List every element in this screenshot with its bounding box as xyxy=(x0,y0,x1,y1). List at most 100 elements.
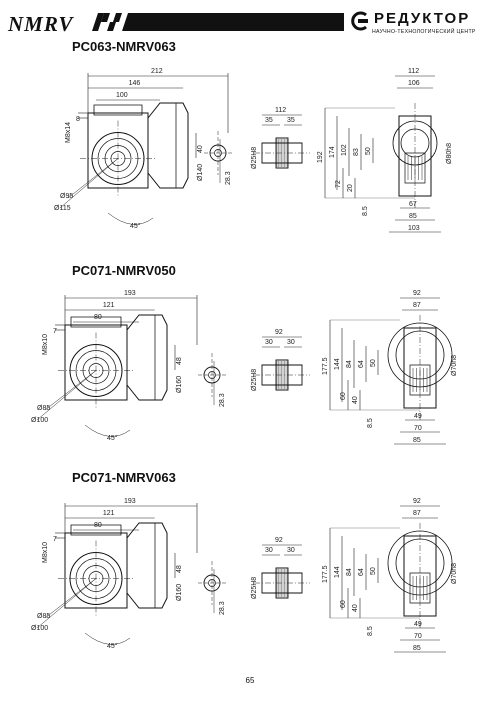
dimension-label: 92 xyxy=(275,329,283,336)
dimension-label: 144 xyxy=(334,566,341,578)
dimension-label: 92 xyxy=(275,537,283,544)
dimension-label: Ø100 xyxy=(31,625,48,632)
dimension-label: 80 xyxy=(94,522,102,529)
dimension-label: Ø100 xyxy=(31,417,48,424)
dimension-label: 177.5 xyxy=(322,357,329,375)
dimension-label: 60 xyxy=(340,600,347,608)
dimension-label: 49 xyxy=(414,621,422,628)
dimension-label: 84 xyxy=(346,568,353,576)
dimension-label: 49 xyxy=(414,413,422,420)
reduktor-logo: РЕДУКТОР НАУЧНО-ТЕХНОЛОГИЧЕСКИЙ ЦЕНТР xyxy=(350,10,490,40)
dimension-label: 103 xyxy=(408,225,420,232)
dimension-label: 45° xyxy=(107,642,118,650)
dimension-label: 35 xyxy=(265,117,273,124)
dimension-label: Ø160 xyxy=(176,584,183,601)
dimension-label: 8 xyxy=(76,116,80,123)
dimension-label: 112 xyxy=(275,107,286,114)
dimension-label: 30 xyxy=(287,547,295,554)
reduktor-name: РЕДУКТОР xyxy=(374,10,471,27)
dimension-label: 85 xyxy=(413,645,421,652)
dimension-label: Ø25H8 xyxy=(251,369,258,391)
dimension-label: 106 xyxy=(408,80,420,87)
dimension-label: M8x10 xyxy=(42,334,49,355)
dimension-label: 193 xyxy=(124,290,136,297)
dimension-label: M8x10 xyxy=(42,542,49,563)
dimension-label: M8x14 xyxy=(65,122,72,143)
dimension-label: 85 xyxy=(413,437,421,444)
dimension-label: 28.3 xyxy=(225,171,232,185)
dimension-label: 70 xyxy=(414,633,422,640)
dimension-label: 50 xyxy=(370,359,377,367)
dimension-label: 83 xyxy=(353,148,360,156)
dimension-label: 60 xyxy=(340,392,347,400)
dimension-label: 121 xyxy=(103,302,115,309)
model-title: PC071-NMRV063 xyxy=(72,470,176,485)
dimension-label: Ø25H8 xyxy=(251,147,258,169)
dimension-label: 35 xyxy=(287,117,295,124)
dimension-label: 92 xyxy=(413,498,421,505)
dimension-label: 50 xyxy=(370,567,377,575)
dimension-label: 67 xyxy=(409,201,417,208)
dimension-label: 192 xyxy=(317,151,324,163)
dimension-label: 102 xyxy=(341,144,348,156)
dimension-label: Ø140 xyxy=(197,164,204,181)
model-title: PC063-NMRV063 xyxy=(72,39,176,54)
dimension-label: 177.5 xyxy=(322,565,329,583)
dimension-label: 40 xyxy=(352,604,359,612)
dimension-label: 112 xyxy=(408,68,419,75)
dimension-label: 45° xyxy=(107,434,118,442)
reduktor-emblem-icon xyxy=(350,11,368,31)
dimension-label: 92 xyxy=(413,290,421,297)
dimension-label: 45° xyxy=(130,222,141,230)
dimension-label: 30 xyxy=(265,547,273,554)
dimension-label: 50 xyxy=(365,147,372,155)
dimension-label: 121 xyxy=(103,510,115,517)
dimension-label: 30 xyxy=(265,339,273,346)
dimension-label: Ø70h8 xyxy=(451,355,458,376)
dimension-label: 100 xyxy=(116,92,128,99)
dimension-label: 193 xyxy=(124,498,136,505)
dimension-label: 28.3 xyxy=(219,393,226,407)
dimension-label: 72 xyxy=(335,180,342,188)
dimension-label: Ø70h8 xyxy=(451,563,458,584)
dimension-label: 174 xyxy=(329,146,336,158)
dimension-label: 146 xyxy=(129,80,141,87)
checkered-flag-icon xyxy=(92,13,344,31)
dimension-label: Ø85 xyxy=(37,405,50,412)
technical-drawing: 212146100M8x14840Ø14045°Ø95Ø11528.311235… xyxy=(54,68,453,258)
dimension-label: 84 xyxy=(346,360,353,368)
dimension-label: 48 xyxy=(176,357,183,365)
dimension-label: 212 xyxy=(151,68,163,75)
dimension-label: Ø80h8 xyxy=(446,143,453,164)
dimension-label: Ø25H8 xyxy=(251,577,258,599)
dimension-label: 7 xyxy=(53,328,57,335)
dimension-label: Ø85 xyxy=(37,613,50,620)
dimension-label: 7 xyxy=(53,536,57,543)
dimension-label: Ø95 xyxy=(60,193,73,200)
dimension-label: 87 xyxy=(413,302,421,309)
dimension-label: 28.3 xyxy=(219,601,226,615)
dimension-label: Ø160 xyxy=(176,376,183,393)
dimension-label: 64 xyxy=(358,568,365,576)
dimension-label: 70 xyxy=(414,425,422,432)
dimension-label: 48 xyxy=(176,565,183,573)
dimension-label: 8.5 xyxy=(367,626,374,636)
model-title: PC071-NMRV050 xyxy=(72,263,176,278)
dimension-label: 20 xyxy=(347,184,354,192)
page-number: 65 xyxy=(245,676,255,685)
dimension-label: 30 xyxy=(287,339,295,346)
dimension-label: 40 xyxy=(352,396,359,404)
dimension-label: 85 xyxy=(409,213,417,220)
dimension-label: 64 xyxy=(358,360,365,368)
dimension-label: Ø115 xyxy=(54,205,71,212)
dimension-label: 40 xyxy=(197,145,204,153)
reduktor-subtitle: НАУЧНО-ТЕХНОЛОГИЧЕСКИЙ ЦЕНТР xyxy=(372,29,476,35)
dimension-label: 80 xyxy=(94,314,102,321)
dimension-label: 87 xyxy=(413,510,421,517)
dimension-label: 144 xyxy=(334,358,341,370)
